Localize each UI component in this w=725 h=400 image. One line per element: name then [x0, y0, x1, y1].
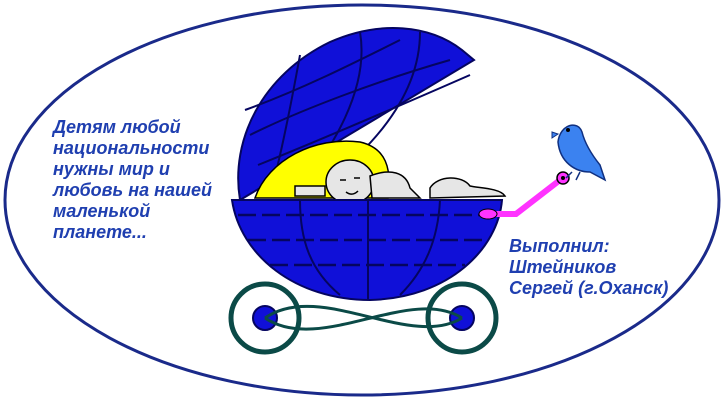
left-caption: Детям любой национальности нужны мир и л… — [53, 117, 212, 243]
left-caption-line: маленькой — [53, 201, 151, 221]
left-caption-line: планете... — [53, 222, 147, 242]
handle-icon — [478, 171, 570, 220]
left-caption-line: национальности — [53, 138, 210, 158]
author-caption-line: Выполнил: — [509, 236, 610, 256]
wheel-icon — [228, 281, 499, 355]
author-caption: Выполнил: Штейников Сергей (г.Оханск) — [509, 236, 668, 299]
author-caption-line: Сергей (г.Оханск) — [509, 278, 669, 298]
bird-icon — [551, 124, 607, 182]
left-caption-line: любовь на нашей — [53, 180, 213, 200]
left-caption-line: Детям любой — [53, 117, 181, 137]
left-caption-line: нужны мир и — [53, 159, 170, 179]
author-caption-line: Штейников — [509, 257, 617, 277]
carriage-body-icon — [230, 199, 504, 302]
baby-icon — [253, 140, 507, 205]
